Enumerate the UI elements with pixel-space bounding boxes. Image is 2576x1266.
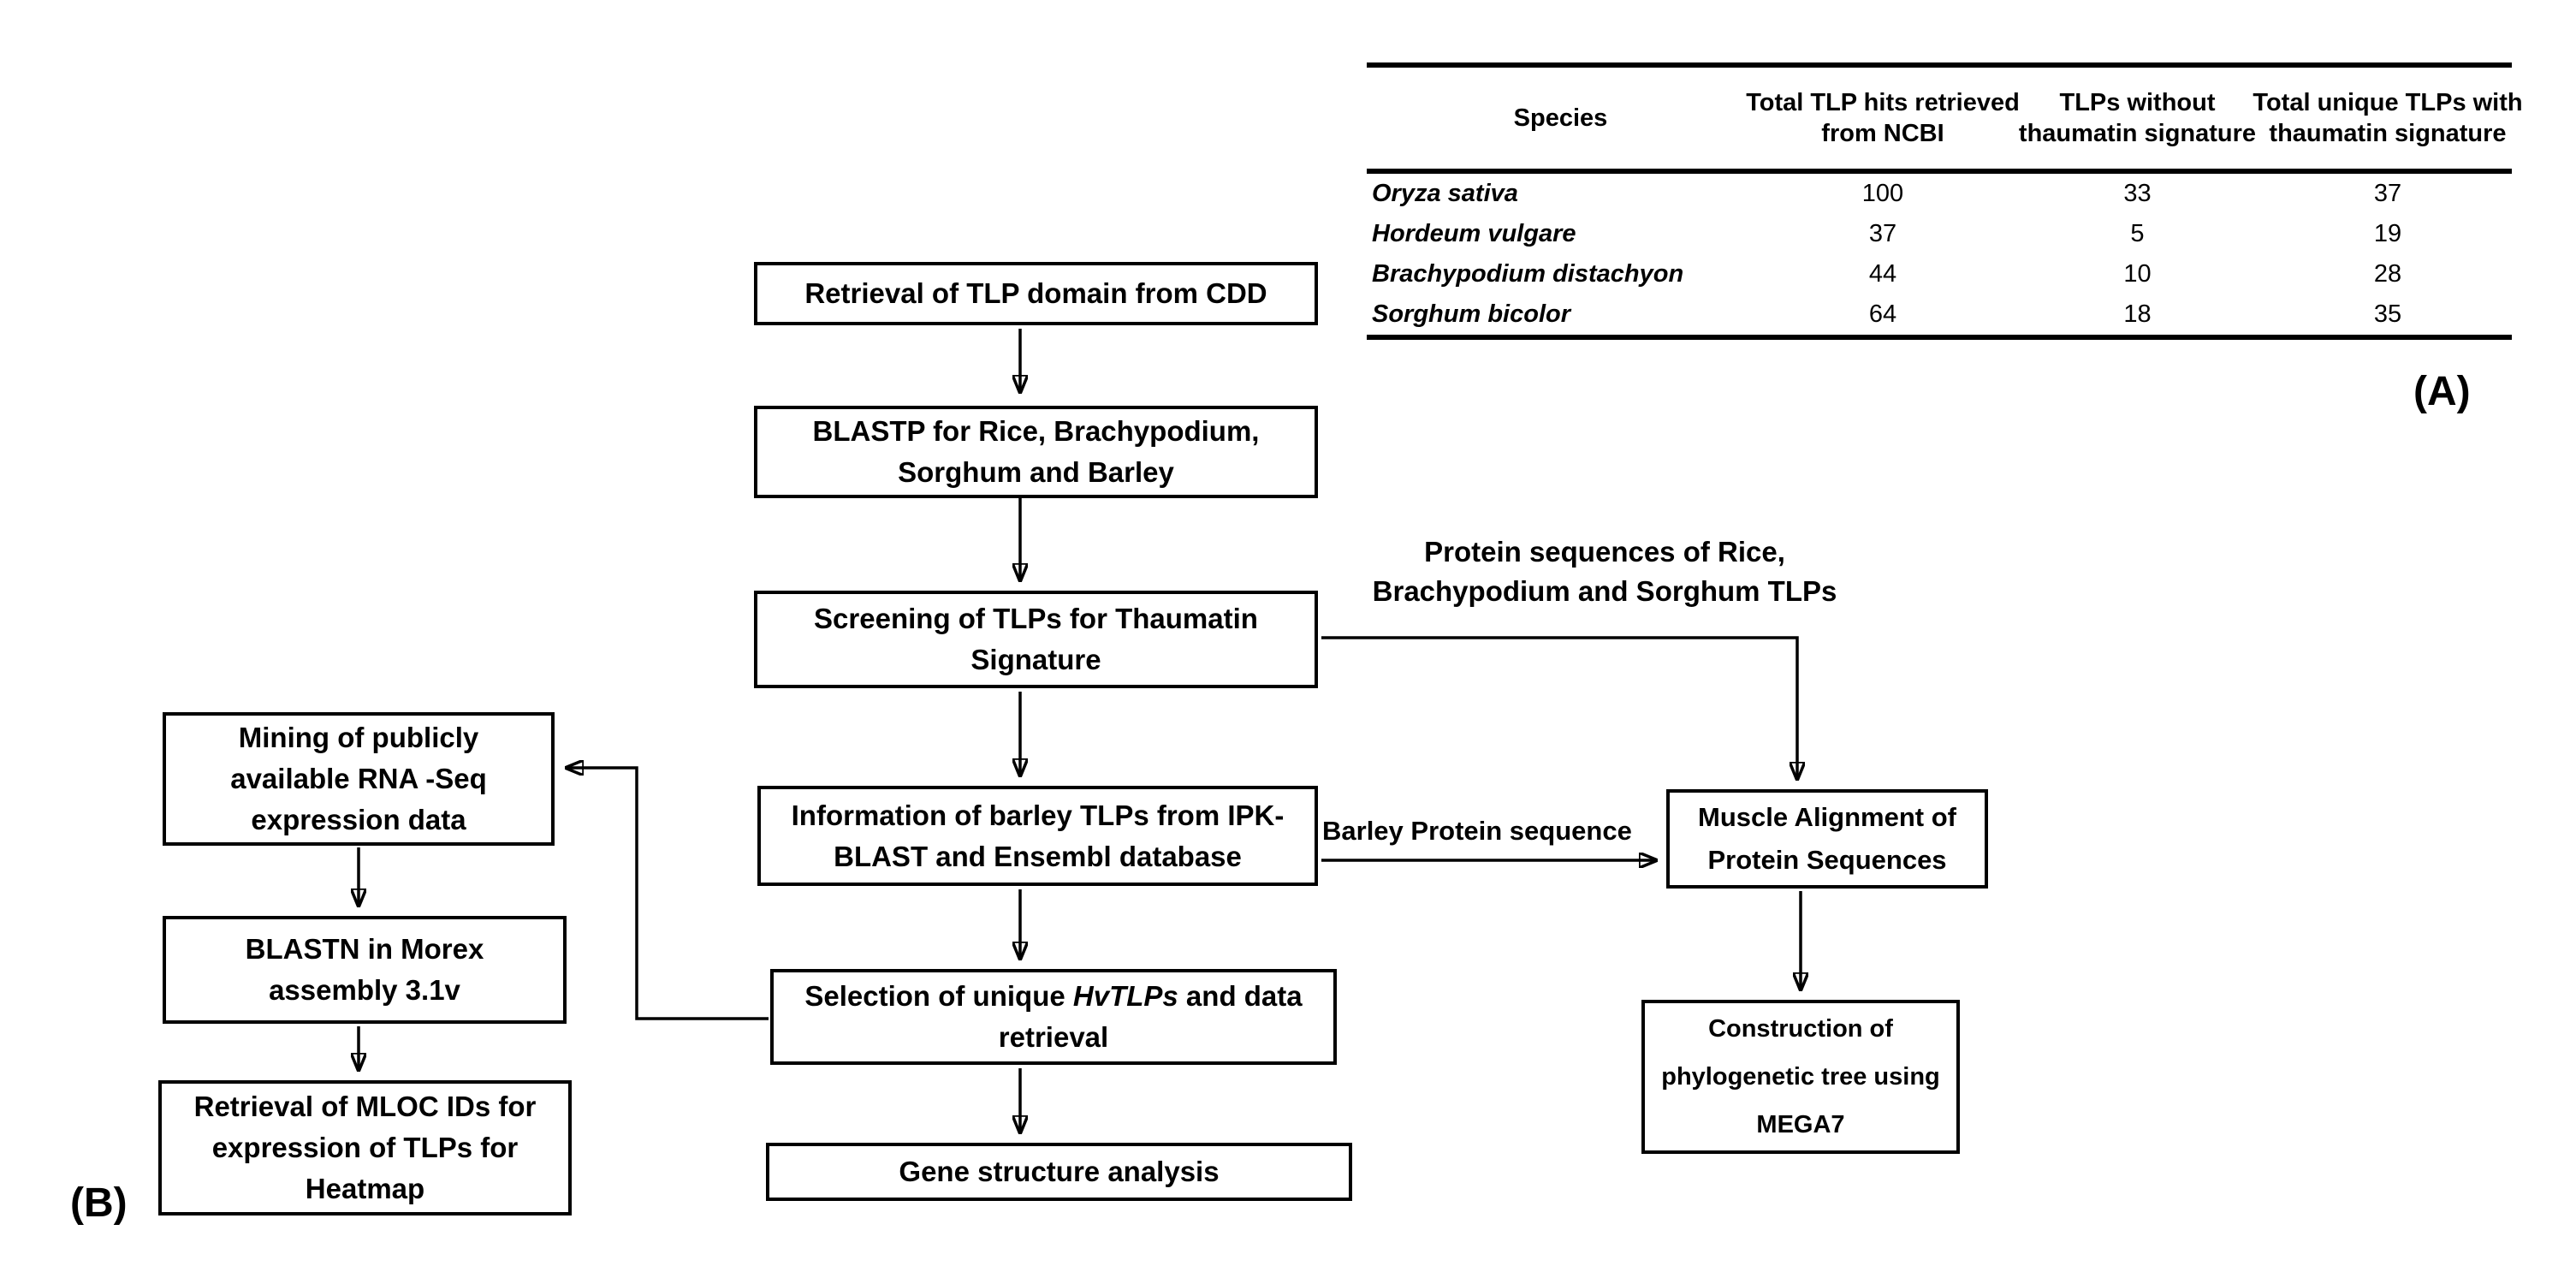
flow-box-muscle-alignment: Muscle Alignment of Protein Sequences [1666,789,1988,889]
flow-box-label: phylogenetic tree using [1661,1063,1940,1091]
flow-box-label: MEGA7 [1756,1111,1845,1138]
table-cell-total-hits: 44 [1868,260,1897,288]
table-cell-species: Brachypodium distachyon [1372,260,1684,288]
flow-box-label: assembly 3.1v [269,974,460,1006]
table-cell-without-signature: 33 [2123,180,2152,207]
flow-box-label: Protein Sequences [1707,845,1947,875]
panel-b-label: (B) [70,1180,128,1226]
flow-box-ipk-info: Information of barley TLPs from IPK- BLA… [757,786,1318,886]
flow-box-gene-structure: Gene structure analysis [766,1143,1352,1201]
connector-screening-to-muscle [1321,636,1797,779]
column-header-text: thaumatin signature [2269,120,2507,147]
flow-box-label: Retrieval of MLOC IDs for [193,1091,537,1122]
table-cell-unique-with-signature: 35 [2373,300,2402,328]
flow-box-retrieval-cdd: Retrieval of TLP domain from CDD [754,262,1318,325]
flow-box-blastn-morex: BLASTN in Morex assembly 3.1v [163,916,567,1024]
flow-box-label-segment: and data [1178,980,1303,1012]
flow-box-label: Gene structure analysis [899,1156,1220,1187]
table-cell-species: Hordeum vulgare [1372,220,1576,247]
table-header-row: Species Total TLP hits retrieved from NC… [1367,68,2523,174]
table-cell-total-hits: 64 [1868,300,1897,328]
column-header-text: Total unique TLPs with [2253,89,2523,116]
flow-box-label-italic-segment: HvTLPs [1072,980,1178,1012]
table-cell-without-signature: 18 [2123,300,2152,328]
edge-label-barley-protein: Barley Protein sequence [1322,816,1632,846]
edge-label-line: Brachypodium and Sorghum TLPs [1372,575,1837,607]
flow-box-selection: Selection of unique HvTLPs and data retr… [770,969,1337,1065]
flow-box-label: BLASTN in Morex [245,933,484,965]
table-row: Brachypodium distachyon 44 10 28 [1367,254,2512,294]
connector-selection-to-mining [567,768,769,1020]
table-row: Sorghum bicolor 64 18 35 [1367,294,2512,335]
flow-box-label: BLAST and Ensembl database [834,840,1242,872]
flow-box-label: expression data [251,804,466,835]
flow-box-label: Construction of [1708,1015,1893,1043]
panel-a-label: (A) [2413,369,2471,414]
flow-box-label: Heatmap [305,1173,425,1204]
flow-box-label: Information of barley TLPs from IPK- [791,799,1285,831]
column-header-text: TLPs without [2059,89,2216,116]
table-cell-unique-with-signature: 28 [2373,260,2402,288]
table-cell-species: Oryza sativa [1372,180,1518,207]
flow-box-label: Retrieval of TLP domain from CDD [804,277,1267,309]
column-header-text: Species [1513,104,1608,132]
column-header-species: Species [1367,103,1754,134]
flow-box-label: Signature [970,644,1101,675]
table-cell-without-signature: 5 [2130,220,2145,247]
column-header-text: Total TLP hits retrieved [1746,89,2020,116]
flow-box-label: Selection of unique HvTLPs and data [804,976,1302,1017]
flow-box-label: Muscle Alignment of [1698,802,1956,832]
flow-box-label: available RNA -Seq [230,763,487,794]
flow-box-mloc-heatmap: Retrieval of MLOC IDs for expression of … [158,1080,572,1215]
flow-box-mining-rnaseq: Mining of publicly available RNA -Seq ex… [163,712,555,846]
flow-box-label: Screening of TLPs for Thaumatin [814,603,1258,634]
table-row: Hordeum vulgare 37 5 19 [1367,214,2512,254]
flow-box-label: expression of TLPs for [211,1132,519,1163]
flow-box-label: BLASTP for Rice, Brachypodium, [812,415,1260,447]
table-cell-without-signature: 10 [2123,260,2152,288]
species-tlp-table: Species Total TLP hits retrieved from NC… [1367,62,2523,340]
table-cell-total-hits: 37 [1868,220,1897,247]
flow-box-mega7-tree: Construction of phylogenetic tree using … [1641,1000,1960,1154]
table-row: Oryza sativa 100 33 37 [1367,174,2512,214]
flow-box-blastp: BLASTP for Rice, Brachypodium, Sorghum a… [754,406,1318,498]
flow-box-screening: Screening of TLPs for Thaumatin Signatur… [754,591,1318,688]
flow-box-label: Sorghum and Barley [898,456,1174,488]
column-header-total-hits: Total TLP hits retrieved from NCBI [1746,87,2020,149]
flow-box-label-segment: Selection of unique [804,980,1073,1012]
column-header-unique-with-signature: Total unique TLPs with thaumatin signatu… [2253,87,2522,149]
table-cell-unique-with-signature: 37 [2373,180,2402,207]
table-cell-total-hits: 100 [1861,180,1904,207]
flow-box-label: Mining of publicly [238,722,479,753]
table-cell-species: Sorghum bicolor [1372,300,1570,328]
column-header-text: thaumatin signature [2018,120,2257,147]
flow-box-label: retrieval [998,1021,1109,1053]
table-cell-unique-with-signature: 19 [2373,220,2402,247]
column-header-text: from NCBI [1821,120,1944,147]
edge-label-protein-sequences: Protein sequences of Rice, Brachypodium … [1344,532,1866,611]
column-header-without-signature: TLPs without thaumatin signature [2011,87,2264,149]
edge-label-line: Protein sequences of Rice, [1424,536,1785,568]
